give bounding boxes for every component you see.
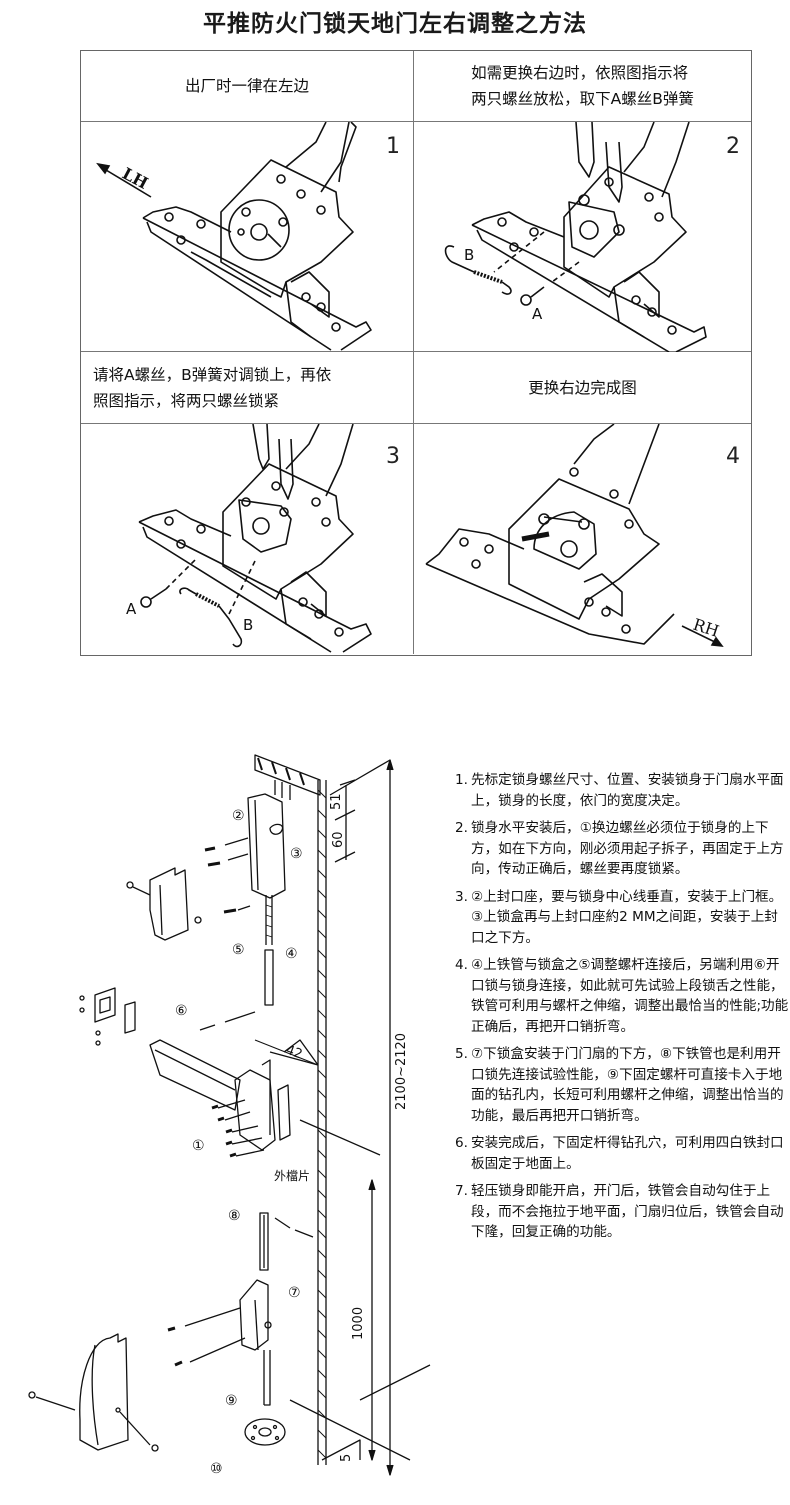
lock-left-hand-icon: LH (96, 122, 372, 351)
instruction-item: 5.⑦下锁盒安装于门门扇的下方，⑧下铁管也是利用开口锁先连接试验性能，⑨下固定螺… (455, 1044, 790, 1126)
dim-42: 42 (284, 1043, 305, 1063)
instruction-number: 5. (455, 1046, 468, 1062)
instruction-number: 6. (455, 1135, 468, 1151)
instruction-item: 4.④上铁管与锁盒之⑤调整螺杆连接后，另端利用⑥开口锁与锁身连接，如此就可先试验… (455, 955, 790, 1037)
panel-number-3: 3 (386, 444, 400, 469)
instruction-number: 1. (455, 772, 468, 788)
callout-7: ⑦ (288, 1285, 301, 1301)
step3-caption-line1: 请将A螺丝，B弹簧对调锁上，再依 (93, 365, 332, 384)
vertical-rod-assembly-icon: ② ③ ⑤ ④ ⑥ ① ⑧ ⑦ ⑨ ⑩ 51 60 42 2100~2120 1… (28, 754, 431, 1477)
step3-caption-line2: 照图指示，将两只螺丝锁紧 (93, 391, 280, 410)
step2-caption: 如需更换右边时，依照图指示将 两只螺丝放松，取下A螺丝B弹簧 (414, 51, 751, 122)
instruction-item: 7.轻压锁身即能开启，开门后，铁管会自动勾住于上段，而不会拖拉于地平面，门扇归位… (455, 1181, 790, 1243)
instruction-item: 3.②上封口座，要与锁身中心线垂直，安装于上门框。③上锁盒再与上封口座約2 MM… (455, 887, 790, 949)
rh-direction-label: RH (691, 615, 722, 641)
instruction-item: 1.先标定锁身螺丝尺寸、位置、安装锁身于门扇水平面上，锁身的长度，依门的宽度决定… (455, 770, 790, 811)
callout-8: ⑧ (228, 1208, 241, 1224)
step1-caption: 出厂时一律在左边 (81, 51, 414, 122)
dim-5: 5 (339, 1454, 354, 1462)
label-b-step3: B (243, 616, 253, 634)
lh-direction-label: LH (119, 164, 151, 193)
instruction-item: 2.锁身水平安装后，①换边螺丝必须位于锁身的上下方，如在下方向，刚必须用起子拆子… (455, 818, 790, 880)
step1-caption-text: 出厂时一律在左边 (184, 77, 309, 95)
callout-5: ⑤ (232, 942, 245, 958)
instruction-text: 安装完成后，下固定杆得钻孔穴，可利用四白铁封口板固定于地面上。 (471, 1135, 784, 1172)
callout-4: ④ (285, 946, 298, 962)
instruction-text: ②上封口座，要与锁身中心线垂直，安装于上门框。③上锁盒再与上封口座約2 MM之间… (471, 888, 783, 946)
installation-instructions: 1.先标定锁身螺丝尺寸、位置、安装锁身于门扇水平面上，锁身的长度，依门的宽度决定… (455, 770, 790, 1250)
instruction-number: 4. (455, 957, 468, 973)
exploded-installation-diagram: ② ③ ⑤ ④ ⑥ ① ⑧ ⑦ ⑨ ⑩ 51 60 42 2100~2120 1… (0, 740, 450, 1505)
panel-number-1: 1 (386, 134, 400, 159)
step4-caption-text: 更换右边完成图 (528, 378, 637, 397)
adjustment-steps-table: 出厂时一律在左边 如需更换右边时，依照图指示将 两只螺丝放松，取下A螺丝B弹簧 (80, 50, 752, 656)
callout-10: ⑩ (210, 1461, 223, 1477)
step2-caption-line2: 两只螺丝放松，取下A螺丝B弹簧 (471, 90, 694, 108)
panel-number-2: 2 (726, 134, 740, 159)
instruction-text: 轻压锁身即能开启，开门后，铁管会自动勾住于上段，而不会拖拉于地平面，门扇归位后，… (471, 1183, 784, 1240)
outer-plate-label: 外檔片 (274, 1169, 310, 1183)
dim-60: 60 (331, 831, 346, 848)
label-a-step3: A (126, 600, 137, 618)
dim-1000: 1000 (351, 1307, 366, 1340)
instruction-text: 锁身水平安装后，①换边螺丝必须位于锁身的上下方，如在下方向，刚必须用起子拆子，再… (471, 820, 784, 877)
page-title: 平推防火门锁天地门左右调整之方法 (203, 11, 587, 37)
instruction-number: 3. (455, 888, 468, 905)
callout-2: ② (232, 808, 245, 824)
step3-caption: 请将A螺丝，B弹簧对调锁上，再依 照图指示，将两只螺丝锁紧 (81, 352, 414, 424)
lock-right-hand-icon: RH (425, 424, 724, 647)
step3-illustration: A B 3 (81, 424, 414, 654)
instruction-number: 2. (455, 820, 468, 836)
instruction-text: ⑦下锁盒安装于门门扇的下方，⑧下铁管也是利用开口锁先连接试验性能，⑨下固定螺杆可… (471, 1046, 784, 1124)
instruction-text: 先标定锁身螺丝尺寸、位置、安装锁身于门扇水平面上，锁身的长度，依门的宽度决定。 (471, 772, 784, 809)
callout-9: ⑨ (225, 1393, 238, 1409)
step4-illustration: RH 4 (414, 424, 751, 654)
lock-swap-parts-icon: A B (126, 424, 372, 653)
instruction-number: 7. (455, 1183, 468, 1199)
instruction-item: 6.安装完成后，下固定杆得钻孔穴，可利用四白铁封口板固定于地面上。 (455, 1133, 790, 1174)
step1-illustration: LH 1 (81, 122, 414, 352)
step4-caption: 更换右边完成图 (414, 352, 751, 424)
dim-2100-2120: 2100~2120 (394, 1033, 409, 1110)
callout-3: ③ (290, 846, 303, 862)
step2-illustration: B A 2 (414, 122, 751, 352)
lock-remove-parts-icon: B A (444, 122, 707, 352)
label-a: A (532, 305, 543, 323)
step2-caption-line1: 如需更换右边时，依照图指示将 (471, 64, 689, 82)
callout-1: ① (192, 1138, 205, 1154)
instruction-text: ④上铁管与锁盒之⑤调整螺杆连接后，另端利用⑥开口锁与锁身连接，如此就可先试验上段… (471, 957, 789, 1035)
label-b: B (464, 246, 474, 264)
callout-6: ⑥ (175, 1003, 188, 1019)
panel-number-4: 4 (726, 444, 740, 469)
dim-51: 51 (329, 793, 344, 810)
